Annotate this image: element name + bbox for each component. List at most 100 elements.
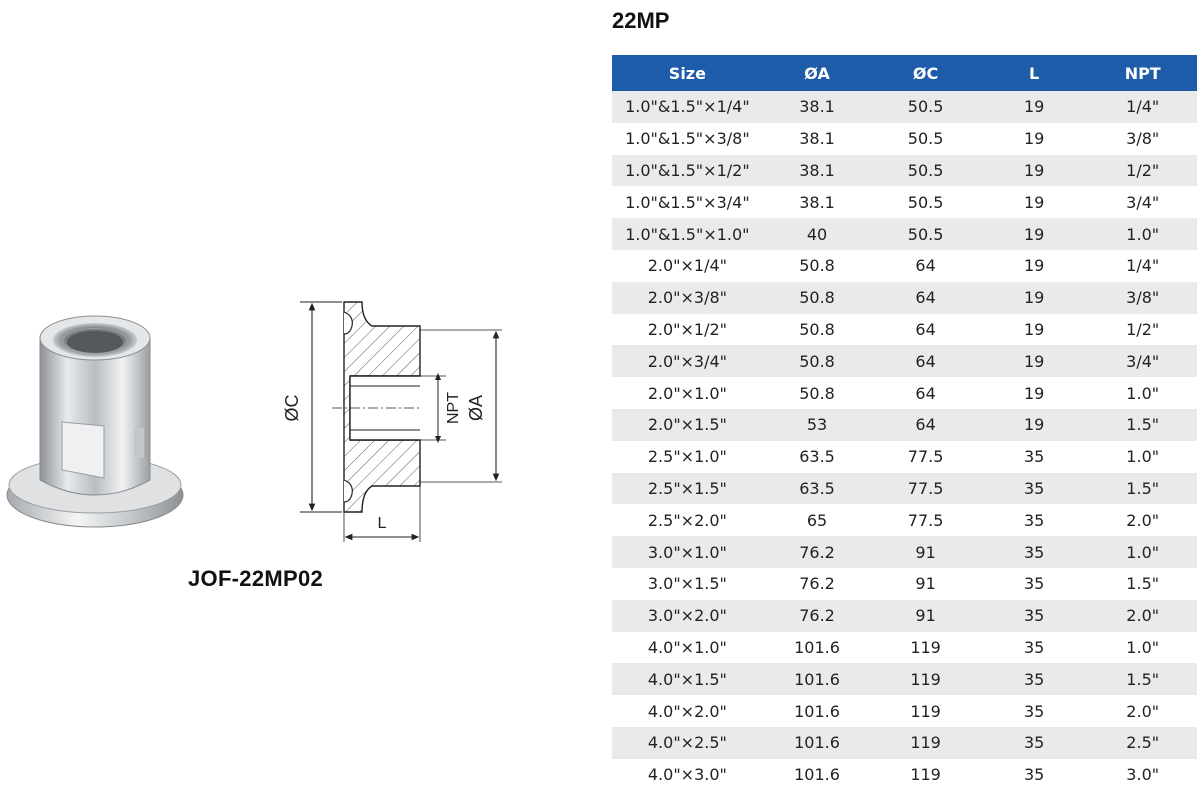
table-cell: 2.5"×1.0" (612, 440, 763, 473)
table-cell: 64 (871, 377, 980, 409)
table-cell: 2.0"×1.0" (612, 377, 763, 409)
column-header: Size (612, 55, 763, 91)
table-cell: 76.2 (762, 536, 872, 568)
table-cell: 1.0"&1.5"×3/4" (612, 186, 763, 219)
table-cell: 2.0" (1088, 695, 1197, 727)
table-cell: 35 (979, 599, 1089, 632)
table-cell: 1.0" (1088, 377, 1197, 409)
table-cell: 19 (979, 408, 1089, 441)
table-cell: 4.0"×3.0" (612, 758, 763, 791)
model-number: JOF-22MP02 (188, 566, 324, 591)
table-cell: 50.8 (762, 345, 872, 378)
table-cell: 1/4" (1088, 91, 1197, 123)
table-cell: 35 (979, 663, 1089, 696)
label-npt: NPT (445, 392, 462, 424)
table-cell: 91 (871, 536, 980, 568)
table-cell: 2.0"×1/4" (612, 249, 763, 282)
table-cell: 119 (871, 631, 980, 664)
table-cell: 40 (762, 218, 872, 250)
table-cell: 3.0"×1.5" (612, 567, 763, 600)
table-cell: 101.6 (762, 631, 872, 664)
table-cell: 35 (979, 695, 1089, 727)
table-cell: 64 (871, 408, 980, 441)
table-cell: 119 (871, 726, 980, 759)
table-cell: 19 (979, 377, 1089, 409)
table-cell: 38.1 (762, 122, 872, 155)
table-cell: 76.2 (762, 567, 872, 600)
table-cell: 35 (979, 504, 1089, 537)
table-cell: 38.1 (762, 91, 872, 123)
table-cell: 50.8 (762, 313, 872, 346)
table-cell: 50.8 (762, 377, 872, 409)
table-cell: 64 (871, 313, 980, 346)
table-cell: 1/2" (1088, 154, 1197, 187)
table-cell: 35 (979, 567, 1089, 600)
table-cell: 2.0" (1088, 504, 1197, 537)
table-cell: 50.8 (762, 281, 872, 314)
table-cell: 1.0" (1088, 218, 1197, 250)
clamp-ferrule-photo (6, 315, 184, 528)
table-cell: 1.0" (1088, 536, 1197, 568)
table-cell: 77.5 (871, 472, 980, 505)
table-cell: 50.5 (871, 122, 980, 155)
table-cell: 50.5 (871, 186, 980, 219)
table-cell: 38.1 (762, 154, 872, 187)
table-cell: 4.0"×1.0" (612, 631, 763, 664)
table-cell: 2.5"×1.5" (612, 472, 763, 505)
table-cell: 2.5" (1088, 726, 1197, 759)
table-cell: 3/8" (1088, 122, 1197, 155)
column-header: ØC (871, 55, 980, 91)
table-cell: 35 (979, 536, 1089, 568)
table-cell: 50.5 (871, 154, 980, 187)
table-cell: 119 (871, 695, 980, 727)
table-cell: 53 (762, 408, 872, 441)
table-cell: 1/4" (1088, 249, 1197, 282)
table-cell: 1.5" (1088, 663, 1197, 696)
label-oa: ØA (466, 395, 486, 421)
table-cell: 101.6 (762, 758, 872, 791)
table-cell: 64 (871, 345, 980, 378)
table-cell: 3/4" (1088, 345, 1197, 378)
table-cell: 1.0"&1.5"×3/8" (612, 122, 763, 155)
table-cell: 1.0"&1.5"×1/2" (612, 154, 763, 187)
table-cell: 3.0"×1.0" (612, 536, 763, 568)
table-cell: 50.8 (762, 249, 872, 282)
table-cell: 19 (979, 122, 1089, 155)
column-header: NPT (1088, 55, 1197, 91)
table-cell: 91 (871, 599, 980, 632)
table-cell: 1/2" (1088, 313, 1197, 346)
table-cell: 19 (979, 249, 1089, 282)
cross-section-drawing: ØC NPT ØA L (282, 301, 502, 542)
table-cell: 35 (979, 440, 1089, 473)
table-cell: 1.0"&1.5"×1.0" (612, 218, 763, 250)
table-cell: 101.6 (762, 726, 872, 759)
table-cell: 19 (979, 313, 1089, 346)
table-cell: 3.0"×2.0" (612, 599, 763, 632)
table-cell: 19 (979, 154, 1089, 187)
table-cell: 35 (979, 631, 1089, 664)
table-cell: 1.5" (1088, 472, 1197, 505)
table-cell: 2.0"×1.5" (612, 408, 763, 441)
table-cell: 77.5 (871, 504, 980, 537)
table-cell: 91 (871, 567, 980, 600)
table-cell: 77.5 (871, 440, 980, 473)
table-cell: 50.5 (871, 91, 980, 123)
table-cell: 63.5 (762, 472, 872, 505)
table-cell: 2.0"×3/4" (612, 345, 763, 378)
